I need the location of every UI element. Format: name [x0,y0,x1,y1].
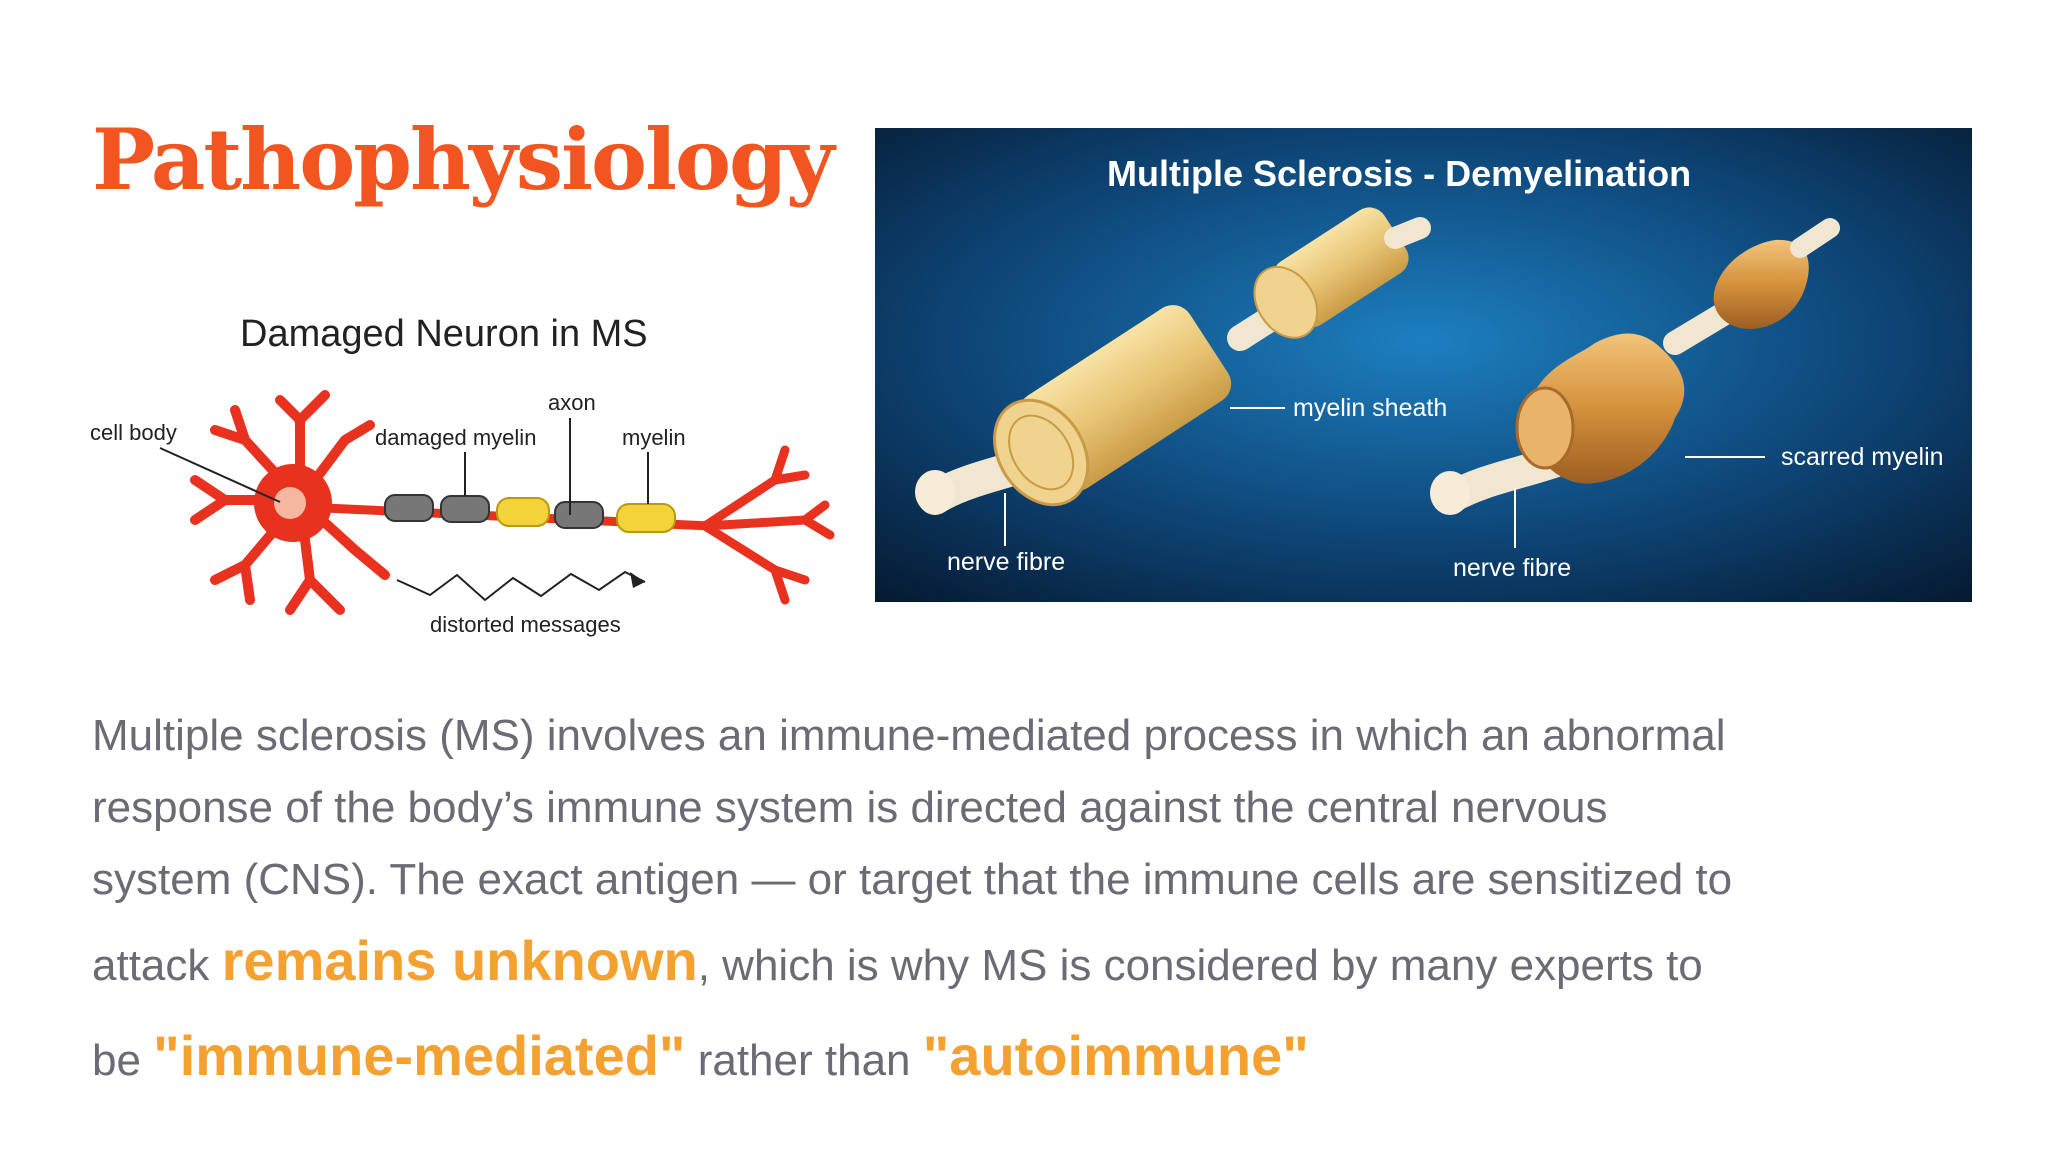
demyelination-figure: Multiple Sclerosis - Demyelination [875,128,1972,602]
paragraph-line: be "immune-mediated" rather than "autoim… [92,1011,1972,1106]
figure-background [875,128,1972,602]
scarred-nerve-shape [1430,218,1840,515]
label-scarred-myelin: scarred myelin [1781,443,1944,471]
nucleus-shape [274,487,306,519]
text-span: attack [92,941,222,990]
label-axon: axon [548,390,596,415]
neuron-figure-title: Damaged Neuron in MS [240,313,648,355]
highlight-remains-unknown: remains unknown [221,929,698,992]
pointer-line [159,447,281,503]
paragraph-line: attack remains unknown, which is why MS … [92,916,1972,1011]
label-nerve-fibre-left: nerve fibre [947,548,1065,576]
distorted-message-wave [396,570,646,602]
label-distorted-messages: distorted messages [430,612,621,637]
text-span: be [92,1036,154,1085]
axon-terminal-shape [700,445,835,605]
slide-title: Pathophysiology [92,110,835,209]
healthy-nerve-shape [915,207,1431,515]
text-span: rather than [685,1036,923,1085]
text-span: , which is why MS is considered by many … [697,941,1703,990]
label-myelin-sheath: myelin sheath [1293,394,1447,422]
highlight-autoimmune: "autoimmune" [922,1024,1309,1087]
damaged-neuron-figure: Damaged Neuron in MS [85,290,845,670]
myelin-segments [496,497,676,533]
demyelination-figure-title: Multiple Sclerosis - Demyelination [1107,153,1691,194]
paragraph-line: Multiple sclerosis (MS) involves an immu… [92,711,1726,760]
highlight-immune-mediated: "immune-mediated" [153,1024,686,1087]
arrow-head [630,572,645,588]
paragraph-line: system (CNS). The exact antigen — or tar… [92,855,1733,904]
label-nerve-fibre-right: nerve fibre [1453,554,1571,582]
label-myelin: myelin [622,425,686,450]
paragraph-line: response of the body’s immune system is … [92,783,1608,832]
body-paragraph: Multiple sclerosis (MS) involves an immu… [92,700,1972,1106]
label-cell-body: cell body [90,420,177,445]
label-damaged-myelin: damaged myelin [375,425,536,450]
